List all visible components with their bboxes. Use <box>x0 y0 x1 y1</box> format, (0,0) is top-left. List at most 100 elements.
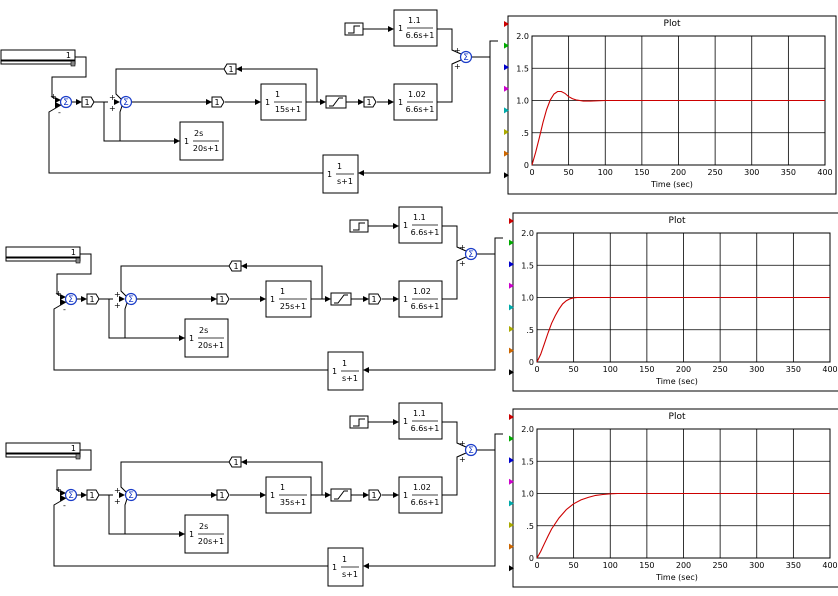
saturation-block[interactable] <box>325 95 347 109</box>
saturation-block[interactable] <box>330 292 352 306</box>
gain-shape[interactable] <box>216 293 230 305</box>
scope-input-port[interactable] <box>509 261 514 268</box>
scope-input-port[interactable] <box>504 107 509 114</box>
step-source[interactable] <box>349 219 369 233</box>
sum-circle[interactable] <box>119 95 133 109</box>
scope-input-port[interactable] <box>509 239 514 246</box>
gain-shape[interactable] <box>81 96 95 108</box>
scope-input-port[interactable] <box>509 435 514 442</box>
gain-shape[interactable] <box>216 489 230 501</box>
constant-box[interactable] <box>0 49 76 61</box>
sensor-tf-block[interactable]: 11s+1 <box>322 154 359 194</box>
gain-block[interactable]: 1 <box>228 456 242 468</box>
gain-block[interactable]: 1 <box>363 96 377 108</box>
scope-input-port[interactable] <box>509 304 514 311</box>
sensor-tf-block[interactable]: 11s+1 <box>327 351 364 391</box>
scope-input-port[interactable] <box>504 85 509 92</box>
gain-shape[interactable] <box>86 293 100 305</box>
gain-block[interactable]: 1 <box>81 96 95 108</box>
sensor-tf-block[interactable]: 11s+1 <box>327 547 364 587</box>
gain-shape[interactable] <box>211 96 225 108</box>
sum-junction[interactable]: Σ <box>119 95 133 109</box>
scope-input-port[interactable] <box>509 369 514 376</box>
constant-slider-track[interactable] <box>0 60 76 65</box>
gain-block[interactable]: 1 <box>86 293 100 305</box>
scope-input-port[interactable] <box>504 64 509 71</box>
gain-block[interactable]: 1 <box>368 293 382 305</box>
scope-input-port[interactable] <box>509 218 514 224</box>
plant-tf-block[interactable]: 11.026.6s+1 <box>398 280 443 318</box>
disturbance-tf-block[interactable]: 11.16.6s+1 <box>398 402 443 440</box>
constant-slider-thumb[interactable] <box>75 257 81 264</box>
saturation-block[interactable] <box>330 488 352 502</box>
sum-junction[interactable]: Σ <box>124 488 138 502</box>
gain-block[interactable]: 1 <box>216 489 230 501</box>
gain-block[interactable]: 1 <box>86 489 100 501</box>
sum-circle[interactable] <box>464 443 478 457</box>
sum-junction[interactable]: Σ <box>464 247 478 261</box>
sum-circle[interactable] <box>59 95 73 109</box>
disturbance-tf-block[interactable]: 11.16.6s+1 <box>398 206 443 244</box>
sum-junction[interactable]: Σ <box>59 95 73 109</box>
constant-box[interactable] <box>5 442 81 454</box>
plant-tf-block[interactable]: 11.026.6s+1 <box>398 476 443 514</box>
scope-input-port[interactable] <box>509 282 514 289</box>
sum-circle[interactable] <box>459 50 473 64</box>
sum-circle[interactable] <box>464 247 478 261</box>
gain-shape[interactable] <box>368 293 382 305</box>
disturbance-tf-block[interactable]: 11.16.6s+1 <box>393 9 438 47</box>
gain-shape[interactable] <box>363 96 377 108</box>
gain-shape[interactable] <box>228 260 242 272</box>
scope-input-port[interactable] <box>509 522 514 528</box>
sum-junction[interactable]: Σ <box>464 443 478 457</box>
sum-circle[interactable] <box>64 488 78 502</box>
constant-box[interactable] <box>5 246 81 258</box>
scope-input-port[interactable] <box>504 172 509 179</box>
scope-input-port[interactable] <box>504 21 509 27</box>
scope-input-port[interactable] <box>504 42 509 49</box>
constant-source[interactable]: 1 <box>5 442 81 460</box>
scope-input-port[interactable] <box>509 326 514 332</box>
gain-block[interactable]: 1 <box>216 293 230 305</box>
step-source[interactable] <box>344 22 364 36</box>
scope-input-port[interactable] <box>504 129 509 135</box>
gain-shape[interactable] <box>223 63 237 75</box>
scope-input-port[interactable] <box>509 565 514 572</box>
sum-junction[interactable]: Σ <box>64 488 78 502</box>
gain-block[interactable]: 1 <box>211 96 225 108</box>
sum-circle[interactable] <box>124 488 138 502</box>
scope-input-port[interactable] <box>509 543 514 550</box>
scope-input-port[interactable] <box>509 500 514 507</box>
constant-slider-track[interactable] <box>5 257 81 262</box>
scope-input-port[interactable] <box>509 347 514 354</box>
constant-slider-thumb[interactable] <box>70 60 76 67</box>
constant-source[interactable]: 1 <box>5 246 81 264</box>
sum-junction[interactable]: Σ <box>459 50 473 64</box>
sum-circle[interactable] <box>64 292 78 306</box>
gain-shape[interactable] <box>368 489 382 501</box>
sum-circle[interactable] <box>124 292 138 306</box>
constant-source[interactable]: 1 <box>0 49 76 67</box>
step-source[interactable] <box>349 415 369 429</box>
scope-input-port[interactable] <box>509 414 514 420</box>
scope-input-port[interactable] <box>504 150 509 157</box>
sum-junction[interactable]: Σ <box>64 292 78 306</box>
scope-input-port[interactable] <box>509 457 514 464</box>
constant-slider-track[interactable] <box>5 453 81 458</box>
sum-junction[interactable]: Σ <box>124 292 138 306</box>
constant-slider-thumb[interactable] <box>75 453 81 460</box>
gain-shape[interactable] <box>86 489 100 501</box>
gain-block[interactable]: 1 <box>223 63 237 75</box>
gain-block[interactable]: 1 <box>368 489 382 501</box>
scope-input-port[interactable] <box>509 478 514 485</box>
gain-shape[interactable] <box>228 456 242 468</box>
